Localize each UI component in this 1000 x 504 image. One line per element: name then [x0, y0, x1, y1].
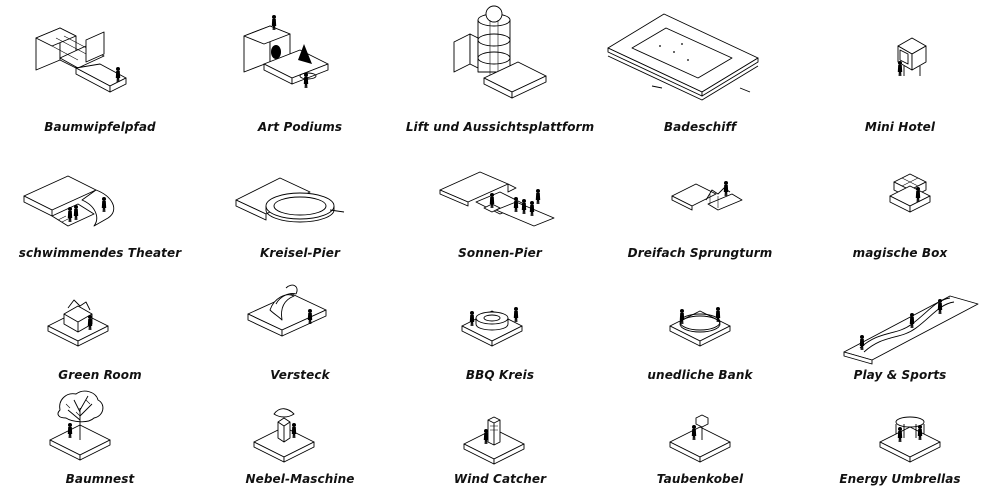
mini-hotel-drawing	[897, 37, 927, 76]
lift-drawing	[453, 5, 547, 99]
item-label: Versteck	[270, 368, 330, 382]
item-label: Energy Umbrellas	[839, 472, 961, 486]
sonnen-pier-drawing	[439, 171, 555, 227]
sprungturm-drawing	[671, 181, 743, 211]
item-label: Baumnest	[65, 472, 135, 486]
unedliche-bank-drawing	[669, 307, 731, 347]
item-label: Baumwipfelpfad	[44, 120, 156, 134]
item-label: BBQ Kreis	[465, 368, 535, 382]
item-label: Kreisel-Pier	[259, 246, 340, 260]
item-label: Mini Hotel	[864, 120, 936, 134]
versteck-drawing	[247, 284, 327, 337]
green-room-drawing	[47, 299, 109, 347]
item-label: magische Box	[852, 246, 948, 260]
item-label: Dreifach Sprungturm	[627, 246, 773, 260]
item-label: unedliche Bank	[647, 368, 753, 382]
item-label: Nebel-Maschine	[245, 472, 355, 486]
badeschiff-drawing	[607, 13, 759, 101]
baumwipfelpfad-drawing	[35, 27, 127, 93]
art-podiums-drawing	[243, 15, 329, 88]
energy-umbrellas-drawing	[879, 416, 941, 463]
nebel-maschine-drawing	[253, 408, 315, 463]
item-label: Badeschiff	[663, 120, 737, 134]
item-label: Sonnen-Pier	[458, 246, 542, 260]
magische-box-drawing	[889, 173, 931, 213]
kreisel-pier-drawing	[235, 177, 345, 223]
theater-drawing	[23, 175, 115, 227]
item-label: Wind Catcher	[453, 472, 547, 486]
taubenkobel-drawing	[669, 414, 731, 463]
item-label: Art Podiums	[257, 120, 343, 134]
item-label: Taubenkobel	[656, 472, 744, 486]
play-sports-drawing	[843, 295, 979, 365]
item-label: Lift und Aussichtsplattform	[405, 120, 595, 134]
wind-catcher-drawing	[463, 416, 525, 465]
bbq-kreis-drawing	[461, 307, 523, 347]
item-label: schwimmendes Theater	[18, 246, 182, 260]
item-label: Play & Sports	[853, 368, 947, 382]
baumnest-drawing	[49, 390, 111, 461]
item-label: Green Room	[58, 368, 142, 382]
